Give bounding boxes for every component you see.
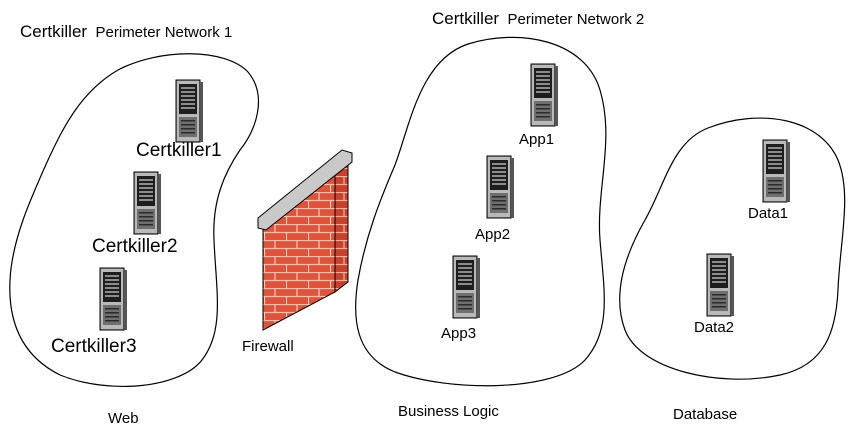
- server-icon: [175, 79, 204, 143]
- server-label: Certkiller1: [136, 140, 222, 161]
- server-icon: [133, 171, 162, 235]
- server-certkiller1[interactable]: Certkiller1: [136, 79, 222, 161]
- server-icon: [530, 63, 559, 127]
- network1-title: Certkiller Perimeter Network 1: [20, 22, 232, 41]
- server-data1[interactable]: Data1: [748, 139, 791, 222]
- server-certkiller2[interactable]: Certkiller2: [92, 171, 178, 257]
- firewall-coping: [257, 149, 353, 231]
- server-icon: [99, 267, 128, 331]
- server-label: Data2: [694, 319, 734, 336]
- server-icon: [706, 253, 735, 317]
- server-app2[interactable]: App2: [475, 155, 515, 243]
- server-label: Certkiller2: [92, 236, 178, 257]
- web-zone-label: Web: [108, 410, 139, 427]
- server-icon: [486, 155, 515, 219]
- business-zone-boundary: [355, 36, 607, 387]
- firewall-side: [334, 155, 349, 294]
- server-certkiller3[interactable]: Certkiller3: [51, 267, 137, 357]
- server-icon: [762, 139, 791, 203]
- database-zone-boundary: [619, 117, 846, 380]
- web-zone-boundary: [9, 53, 260, 388]
- server-label: App2: [475, 226, 510, 243]
- server-label: Certkiller3: [51, 336, 137, 357]
- server-app3[interactable]: App3: [441, 255, 481, 342]
- server-icon: [452, 255, 481, 319]
- server-label: App3: [441, 325, 476, 342]
- firewall[interactable]: Firewall: [242, 149, 353, 355]
- database-zone-label: Database: [673, 406, 737, 423]
- network2-title: Certkiller Perimeter Network 2: [432, 9, 644, 28]
- server-label: App1: [519, 131, 554, 148]
- firewall-label: Firewall: [242, 338, 294, 355]
- server-label: Data1: [748, 205, 788, 222]
- business-zone-label: Business Logic: [398, 403, 499, 420]
- server-data2[interactable]: Data2: [694, 253, 735, 336]
- server-app1[interactable]: App1: [519, 63, 559, 148]
